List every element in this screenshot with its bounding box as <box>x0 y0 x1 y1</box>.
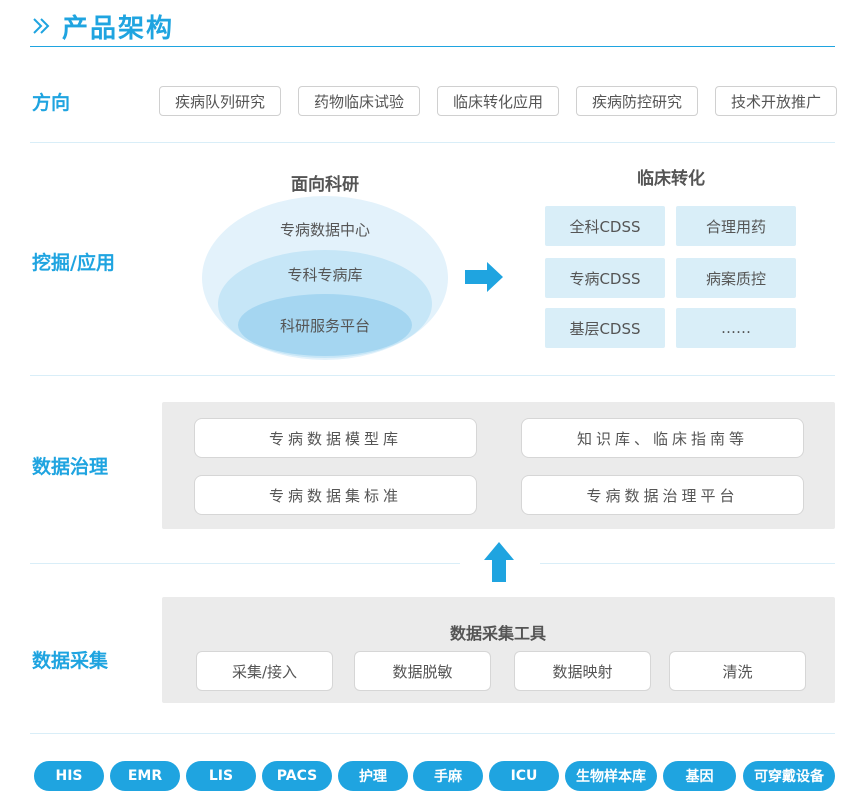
row-divider <box>30 375 835 376</box>
governance-item: 专病数据模型库 <box>194 418 477 458</box>
collection-item: 数据脱敏 <box>354 651 491 691</box>
clinical-item: 病案质控 <box>676 258 796 298</box>
source-pill: PACS <box>262 761 332 791</box>
collection-title: 数据采集工具 <box>449 624 546 643</box>
double-chevron-right-icon <box>33 18 50 34</box>
clinical-item: 全科CDSS <box>545 206 665 246</box>
direction-tag: 疾病队列研究 <box>159 86 281 116</box>
collection-item: 采集/接入 <box>196 651 333 691</box>
research-layer-label: 科研服务平台 <box>279 317 370 335</box>
research-layer-label: 专病数据中心 <box>279 221 370 239</box>
clinical-item: …… <box>676 308 796 348</box>
direction-tag: 药物临床试验 <box>298 86 420 116</box>
governance-item: 知识库、临床指南等 <box>521 418 804 458</box>
source-pill: 生物样本库 <box>565 761 657 791</box>
row-label-governance: 数据治理 <box>32 456 109 478</box>
collection-item: 清洗 <box>669 651 806 691</box>
arrow-up-icon <box>484 542 514 582</box>
row-label-direction: 方向 <box>32 92 71 114</box>
page-header: 产品架构 <box>30 6 174 46</box>
research-title: 面向科研 <box>291 175 359 195</box>
source-pill: ICU <box>489 761 559 791</box>
research-layer-label: 专科专病库 <box>287 266 363 284</box>
source-pill: 手麻 <box>413 761 483 791</box>
source-pill: HIS <box>34 761 104 791</box>
governance-item: 专病数据治理平台 <box>521 475 804 515</box>
source-pill: LIS <box>186 761 256 791</box>
clinical-item: 基层CDSS <box>545 308 665 348</box>
collection-item: 数据映射 <box>514 651 651 691</box>
direction-tag: 技术开放推广 <box>715 86 837 116</box>
source-pill: 护理 <box>338 761 408 791</box>
arrow-right-icon <box>465 262 503 292</box>
source-pill: 可穿戴设备 <box>743 761 835 791</box>
source-pill: EMR <box>110 761 180 791</box>
row-divider <box>30 733 835 734</box>
row-label-mining: 挖掘/应用 <box>32 252 115 274</box>
row-label-collection: 数据采集 <box>32 650 109 672</box>
clinical-item: 合理用药 <box>676 206 796 246</box>
page-title: 产品架构 <box>62 13 175 44</box>
row-divider <box>30 563 460 564</box>
direction-tag: 临床转化应用 <box>437 86 559 116</box>
row-divider <box>540 563 835 564</box>
source-pill: 基因 <box>663 761 736 791</box>
direction-tag: 疾病防控研究 <box>576 86 698 116</box>
governance-item: 专病数据集标准 <box>194 475 477 515</box>
header-divider <box>30 46 835 47</box>
row-divider <box>30 142 835 143</box>
clinical-title: 临床转化 <box>637 169 705 189</box>
clinical-item: 专病CDSS <box>545 258 665 298</box>
research-layer-inner <box>238 294 412 356</box>
